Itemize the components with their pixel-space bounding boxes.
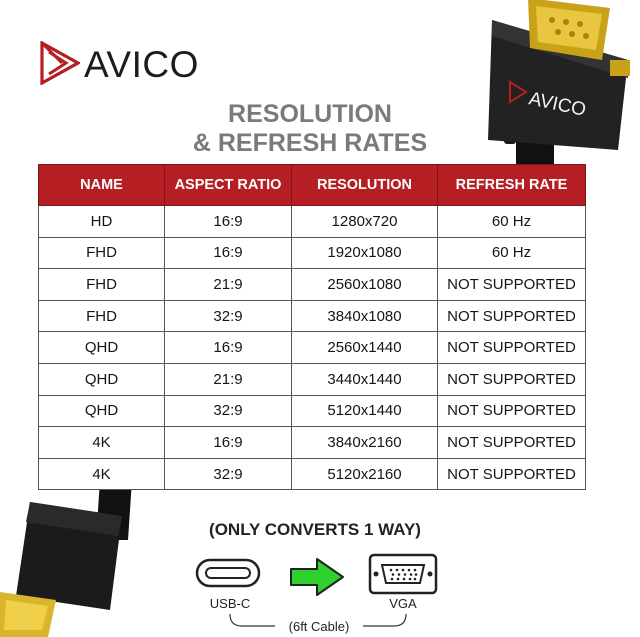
cell-aspect-ratio: 16:9 (164, 331, 292, 364)
table-row: QHD 16:9 2560x1440 NOT SUPPORTED (38, 331, 586, 364)
cell-aspect-ratio: 21:9 (164, 362, 292, 396)
vga-label: VGA (389, 596, 417, 611)
cell-aspect-ratio: 21:9 (164, 268, 292, 301)
vga-port-icon (368, 553, 438, 595)
cell-name: HD (38, 205, 165, 238)
cell-refresh-rate: NOT SUPPORTED (437, 331, 586, 364)
cell-name: FHD (38, 299, 165, 333)
cell-refresh-rate: 60 Hz (437, 205, 586, 238)
cell-name: 4K (38, 426, 165, 459)
avico-triangle-icon (40, 41, 80, 85)
cell-resolution: 1280x720 (291, 205, 438, 238)
cell-refresh-rate: NOT SUPPORTED (437, 299, 586, 333)
cell-refresh-rate: NOT SUPPORTED (437, 457, 586, 491)
header-aspect-ratio: ASPECT RATIO (164, 164, 292, 206)
arrow-right-icon (290, 558, 344, 596)
header-name: NAME (38, 164, 165, 206)
cell-name: QHD (38, 331, 165, 364)
cell-aspect-ratio: 32:9 (164, 299, 292, 333)
cell-aspect-ratio: 16:9 (164, 236, 292, 270)
table-row: QHD 21:9 3440x1440 NOT SUPPORTED (38, 362, 586, 396)
cell-aspect-ratio: 32:9 (164, 457, 292, 491)
cell-name: FHD (38, 268, 165, 301)
cell-aspect-ratio: 32:9 (164, 394, 292, 428)
table-header-row: NAME ASPECT RATIO RESOLUTION REFRESH RAT… (38, 164, 586, 206)
title-line-1: RESOLUTION (228, 100, 392, 128)
cell-refresh-rate: 60 Hz (437, 236, 586, 270)
cell-refresh-rate: NOT SUPPORTED (437, 268, 586, 301)
table-row: FHD 16:9 1920x1080 60 Hz (38, 236, 586, 270)
vga-connector-illustration: AVICO (488, 0, 630, 180)
cell-resolution: 3840x1080 (291, 299, 438, 333)
usb-c-port-icon (195, 558, 261, 588)
cell-resolution: 2560x1080 (291, 268, 438, 301)
cell-aspect-ratio: 16:9 (164, 205, 292, 238)
cell-name: QHD (38, 394, 165, 428)
cell-refresh-rate: NOT SUPPORTED (437, 426, 586, 459)
brand-name: AVICO (84, 44, 199, 85)
table-row: 4K 16:9 3840x2160 NOT SUPPORTED (38, 426, 586, 459)
cell-resolution: 5120x1440 (291, 394, 438, 428)
cell-resolution: 3840x2160 (291, 426, 438, 459)
conversion-note: (ONLY CONVERTS 1 WAY) (209, 520, 421, 539)
cell-name: 4K (38, 457, 165, 491)
cell-name: QHD (38, 362, 165, 396)
table-row: 4K 32:9 5120x2160 NOT SUPPORTED (38, 457, 586, 491)
cell-name: FHD (38, 236, 165, 270)
cell-refresh-rate: NOT SUPPORTED (437, 362, 586, 396)
table-row: FHD 21:9 2560x1080 NOT SUPPORTED (38, 268, 586, 301)
resolution-table: NAME ASPECT RATIO RESOLUTION REFRESH RAT… (38, 164, 586, 491)
cell-resolution: 3440x1440 (291, 362, 438, 396)
table-row: HD 16:9 1280x720 60 Hz (38, 205, 586, 238)
table-row: QHD 32:9 5120x1440 NOT SUPPORTED (38, 394, 586, 428)
usb-c-label: USB-C (209, 596, 251, 611)
cell-resolution: 5120x2160 (291, 457, 438, 491)
cell-resolution: 2560x1440 (291, 331, 438, 364)
brand-logo: AVICO (40, 40, 200, 86)
header-resolution: RESOLUTION (291, 164, 438, 206)
cable-connector-illustration (0, 480, 132, 637)
cell-aspect-ratio: 16:9 (164, 426, 292, 459)
table-row: FHD 32:9 3840x1080 NOT SUPPORTED (38, 299, 586, 333)
header-refresh-rate: REFRESH RATE (437, 164, 586, 206)
cell-resolution: 1920x1080 (291, 236, 438, 270)
cable-length-label: (6ft Cable) (275, 619, 363, 634)
cell-refresh-rate: NOT SUPPORTED (437, 394, 586, 428)
title-line-2: & REFRESH RATES (192, 129, 428, 157)
